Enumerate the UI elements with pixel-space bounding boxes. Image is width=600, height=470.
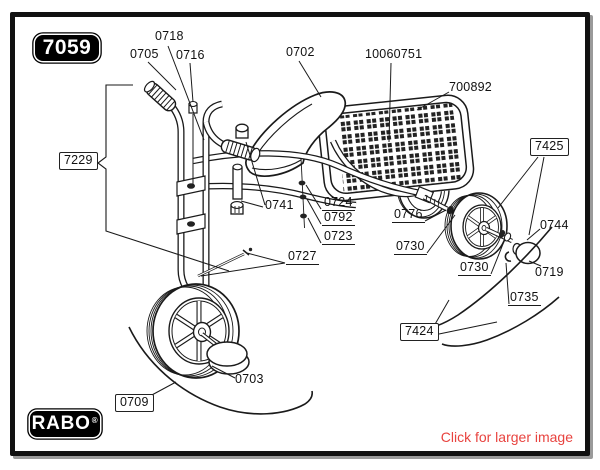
part-label-0718: 0718 bbox=[155, 29, 184, 43]
part-label-0792: 0792 bbox=[322, 210, 355, 226]
pedal-drum-0703 bbox=[200, 332, 250, 375]
part-label-0702: 0702 bbox=[286, 45, 315, 59]
click-for-larger-image-link[interactable]: Click for larger image bbox=[440, 429, 573, 445]
model-number-text: 7059 bbox=[42, 36, 92, 59]
registered-mark: ® bbox=[91, 415, 99, 425]
part-label-0723: 0723 bbox=[322, 229, 355, 245]
part-label-7425: 7425 bbox=[530, 138, 569, 156]
part-label-0730-left: 0730 bbox=[394, 239, 427, 255]
part-label-0776: 0776 bbox=[392, 207, 425, 223]
brand-logo: RABO® bbox=[30, 411, 100, 437]
part-label-7424: 7424 bbox=[400, 323, 439, 341]
axle-rod-0727 bbox=[197, 247, 253, 278]
model-number-badge: 7059 bbox=[35, 35, 99, 61]
handlebar-grip-left bbox=[143, 80, 177, 112]
leader-lines bbox=[97, 45, 545, 397]
brand-logo-text: RABO bbox=[31, 413, 91, 434]
part-label-700892: 700892 bbox=[449, 80, 492, 94]
basket-mesh bbox=[338, 103, 463, 197]
part-label-0735: 0735 bbox=[508, 290, 541, 306]
front-wheel-spokes bbox=[174, 301, 224, 361]
part-label-0719: 0719 bbox=[535, 265, 564, 279]
part-label-7229: 7229 bbox=[59, 152, 98, 170]
part-label-0724: 0724 bbox=[322, 195, 355, 211]
part-label-10060751: 10060751 bbox=[365, 47, 423, 61]
part-label-0741: 0741 bbox=[265, 198, 294, 212]
spacer-0741 bbox=[230, 123, 249, 215]
part-label-0727: 0727 bbox=[286, 249, 319, 265]
handlebar-grip-right bbox=[220, 139, 261, 163]
part-label-0716: 0716 bbox=[176, 48, 205, 62]
fastener-stack bbox=[298, 157, 307, 229]
rear-wheel-spokes bbox=[466, 208, 498, 246]
part-label-0744: 0744 bbox=[540, 218, 569, 232]
part-label-0703: 0703 bbox=[235, 372, 264, 386]
steering-column bbox=[151, 86, 226, 318]
bolt-0716 bbox=[188, 100, 198, 186]
part-label-0705: 0705 bbox=[130, 47, 159, 61]
rear-right-wheel bbox=[444, 192, 508, 260]
part-label-0730-right: 0730 bbox=[458, 260, 491, 276]
part-label-0709: 0709 bbox=[115, 394, 154, 412]
